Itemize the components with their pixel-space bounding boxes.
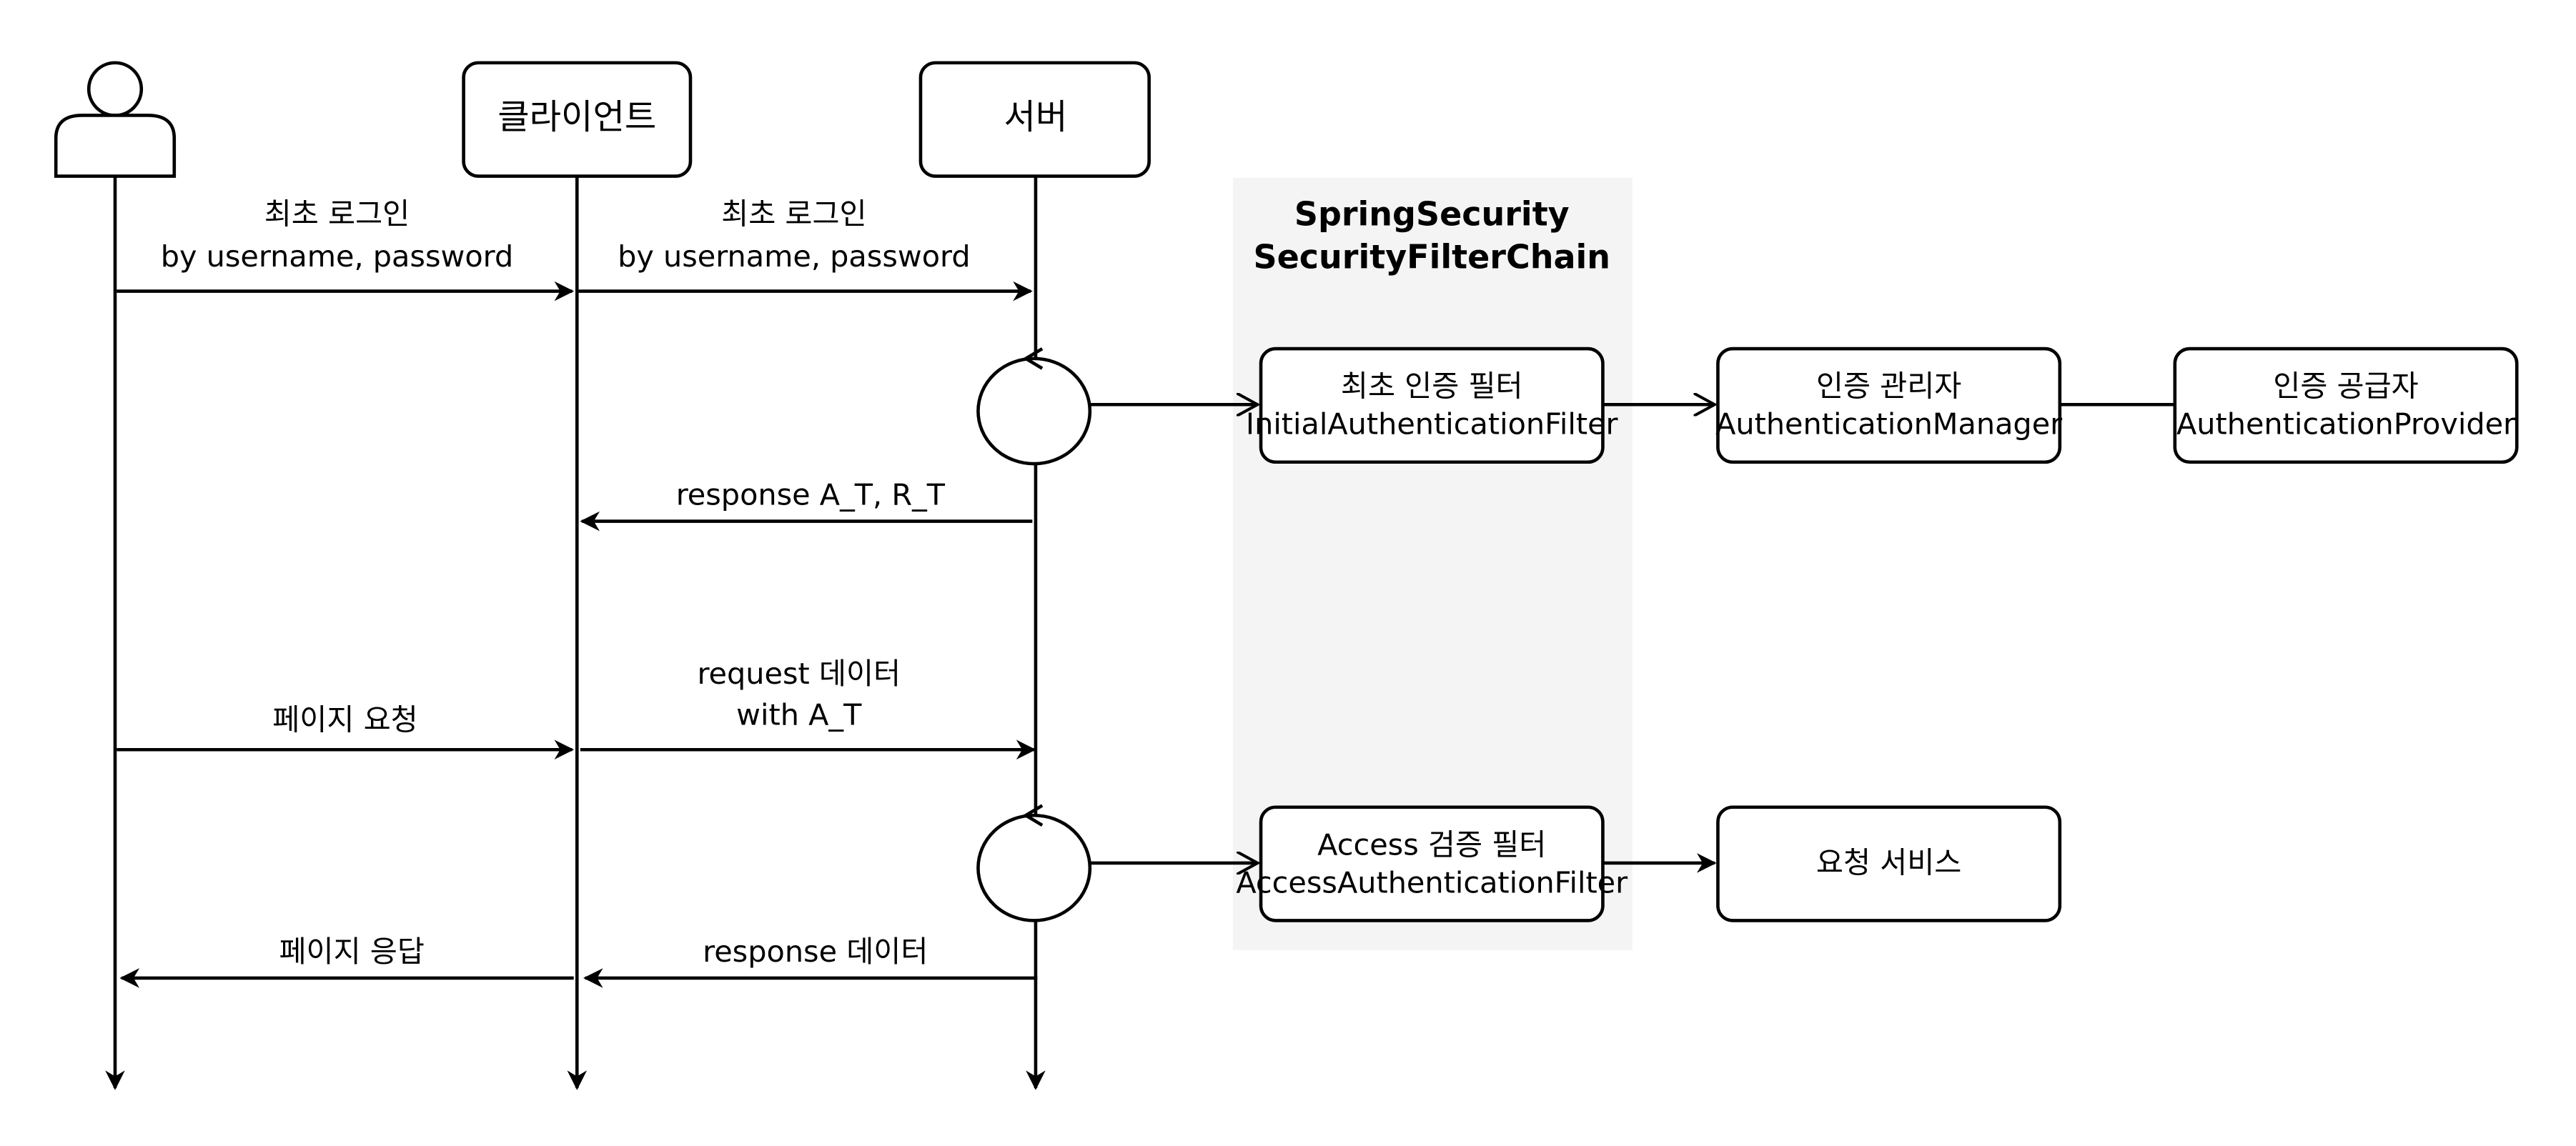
message-response-tokens: response A_T, R_T [580, 478, 1033, 532]
chain-title-line1: SpringSecurity [1294, 195, 1570, 234]
message-response-data: response 데이터 [583, 935, 1038, 988]
access-authentication-filter-box: Access 검증 필터 AccessAuthenticationFilter [1236, 805, 1628, 922]
server-participant: 서버 [918, 61, 1151, 178]
client-participant-label: 클라이언트 [497, 97, 656, 137]
message-label-line1: 최초 로그인 [721, 196, 866, 231]
server-participant-label: 서버 [1004, 97, 1068, 137]
loop-icon [976, 347, 1092, 466]
message-label-line2: by username, password [618, 239, 971, 274]
box-label-line2: AuthenticationProvider [2176, 407, 2516, 442]
box-label-line2: AccessAuthenticationFilter [1236, 865, 1628, 900]
authentication-provider-box: 인증 공급자 AuthenticationProvider [2173, 347, 2519, 464]
message-page-request: 페이지 요청 [117, 703, 575, 760]
server-participant-box [918, 61, 1151, 178]
loop-icon [976, 804, 1092, 922]
message-label-line1: response A_T, R_T [676, 478, 946, 512]
message-initial-login-client: 최초 로그인 by username, password [578, 196, 1033, 302]
message-label-line2: with A_T [736, 698, 862, 732]
message-label-line1: 페이지 응답 [279, 935, 424, 969]
message-page-response: 페이지 응답 [119, 935, 574, 988]
message-label-line1: 페이지 요청 [272, 703, 417, 737]
message-label-line1: response 데이터 [703, 935, 928, 969]
client-participant-box [462, 61, 693, 178]
message-label-line2: by username, password [161, 239, 514, 274]
box-label-line1: 인증 공급자 [2273, 369, 2418, 404]
initial-authentication-filter-box: 최초 인증 필터 InitialAuthenticationFilter [1246, 347, 1619, 464]
message-request-data: request 데이터 with A_T [580, 657, 1036, 760]
authentication-manager-box: 인증 관리자 AuthenticationManager [1715, 347, 2063, 464]
client-participant: 클라이언트 [462, 61, 693, 178]
request-service-box: 요청 서비스 [1716, 805, 2062, 922]
message-label-line1: 최초 로그인 [264, 196, 410, 231]
user-actor-icon [54, 61, 177, 178]
box-label-line1: 인증 관리자 [1816, 369, 1961, 404]
box-label-line1: Access 검증 필터 [1317, 827, 1546, 862]
message-label-line1: request 데이터 [697, 657, 901, 691]
box-label-line2: AuthenticationManager [1715, 407, 2063, 442]
message-initial-login-user: 최초 로그인 by username, password [117, 196, 575, 302]
box-label-line1: 요청 서비스 [1816, 846, 1961, 880]
box-label-line2: InitialAuthenticationFilter [1246, 407, 1619, 442]
chain-title-line2: SecurityFilterChain [1253, 237, 1610, 276]
box-label-line1: 최초 인증 필터 [1341, 369, 1523, 404]
